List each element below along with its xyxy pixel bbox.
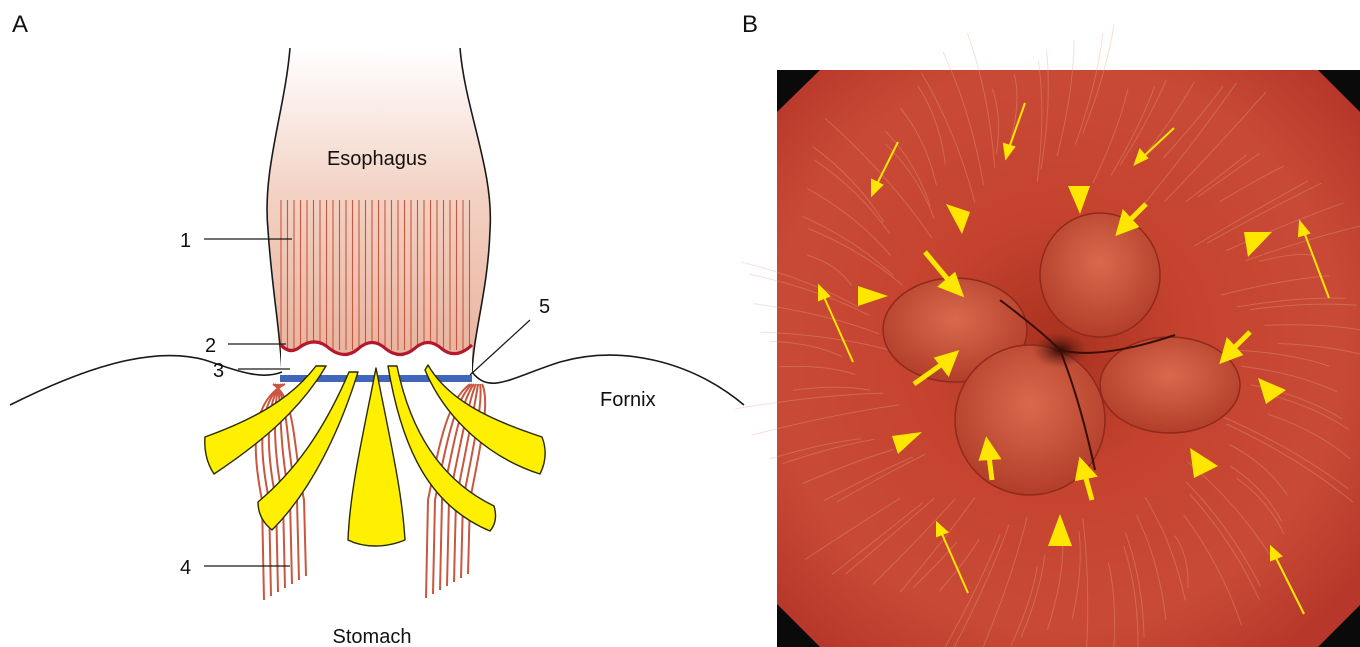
callout-2: 2: [205, 335, 216, 357]
esophagus-label: Esophagus: [327, 148, 427, 170]
fold-top: [1040, 213, 1160, 337]
fornix-label: Fornix: [600, 389, 656, 411]
callout-1: 1: [180, 230, 191, 252]
panel-a-diagram: Esophagus Fornix Stomach 1 2 3 4 5: [10, 48, 744, 647]
fold-right: [1100, 337, 1240, 433]
panel-a-letter: A: [12, 11, 28, 38]
panel-b-letter: B: [742, 11, 758, 38]
callout-4: 4: [180, 557, 191, 579]
callout-3: 3: [213, 360, 224, 382]
stomach-label: Stomach: [333, 626, 412, 647]
callout-5-leader: [470, 320, 530, 375]
endoscopy-image: [735, 25, 1360, 647]
stomach-outline-left: [10, 356, 282, 405]
callout-5: 5: [539, 296, 550, 318]
